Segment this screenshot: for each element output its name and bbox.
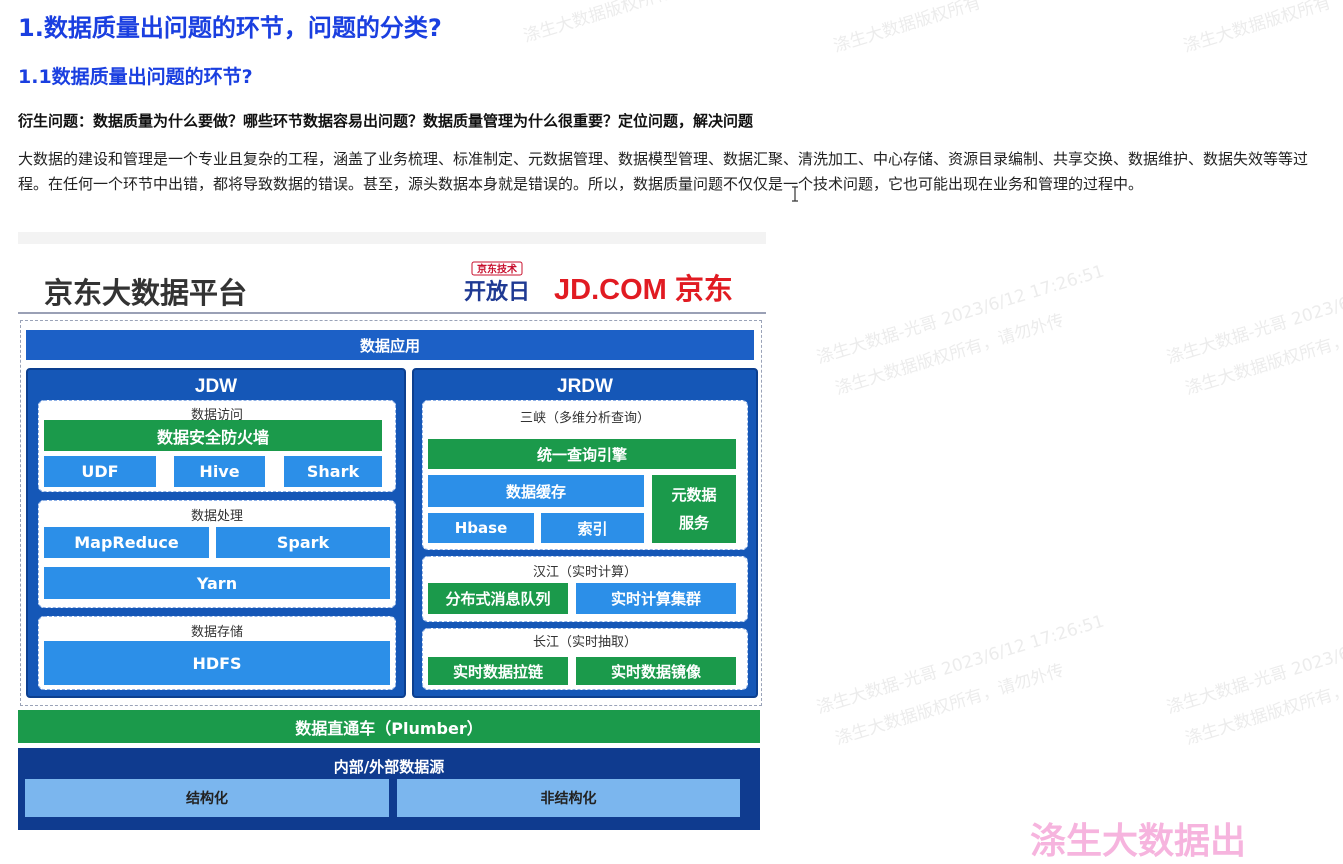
changjiang-label: 长江（实时抽取） xyxy=(532,635,637,650)
derived-questions: 衍生问题：数据质量为什么要做？哪些环节数据容易出问题？数据质量管理为什么很重要？… xyxy=(18,112,754,130)
kaifangri-logo: 京东技术 开放日 xyxy=(464,261,530,304)
watermark-text: 涤生大数据版权所有，请勿外传 xyxy=(1183,310,1343,400)
index-block: 索引 xyxy=(541,513,644,543)
data-processing-box: 数据处理 MapReduce Spark Yarn xyxy=(38,500,396,608)
mapreduce-block: MapReduce xyxy=(44,527,209,558)
jdw-panel: JDW 数据访问 数据安全防火墙 UDF Hive Shark 数据处理 Map… xyxy=(26,368,406,698)
jd-platform-diagram: 京东大数据平台 京东技术 开放日 JD.COM 京东 数据应用 JDW 数据访问… xyxy=(18,232,766,830)
distributed-mq-block: 分布式消息队列 xyxy=(428,583,568,614)
section-heading: 1.1数据质量出问题的环节? xyxy=(18,66,253,88)
hanjiang-box: 汉江（实时计算） 分布式消息队列 实时计算集群 xyxy=(422,556,748,622)
diagram-title: 京东大数据平台 xyxy=(44,276,248,310)
udf-block: UDF xyxy=(44,456,156,487)
logo-main-text: 开放日 xyxy=(464,279,530,304)
watermark-text: 涤生大数据-光哥 2023/6/12 17:26:51 xyxy=(1164,262,1343,369)
jdw-title: JDW xyxy=(194,376,238,397)
watermark-text: 涤生大数据-光哥 2023/6/12 17:26:51 xyxy=(1164,612,1343,719)
watermark-text: 涤生大数据版权所有，请勿外传 xyxy=(833,660,1067,750)
data-application-bar: 数据应用 xyxy=(26,330,754,360)
data-security-firewall: 数据安全防火墙 xyxy=(44,420,382,451)
watermark-text: 涤生大数据版权所有 xyxy=(831,0,984,57)
body-paragraph: 大数据的建设和管理是一个专业且复杂的工程，涵盖了业务梳理、标准制定、元数据管理、… xyxy=(18,150,1309,193)
jrdw-panel: JRDW 三峡（多维分析查询） 统一查询引擎 数据缓存 Hbase 索引 元数据… xyxy=(412,368,758,698)
hdfs-block: HDFS xyxy=(44,641,390,685)
watermark-text: 涤生大数据版权所有 xyxy=(1181,0,1334,57)
sanxia-label: 三峡（多维分析查询） xyxy=(519,411,650,426)
data-processing-label: 数据处理 xyxy=(190,509,243,524)
data-access-box: 数据访问 数据安全防火墙 UDF Hive Shark xyxy=(38,400,396,492)
logo-small-text: 京东技术 xyxy=(477,263,517,276)
text-cursor-icon xyxy=(792,186,798,202)
diagram-top-strip xyxy=(18,232,766,244)
watermark-text: 涤生大数据-光哥 2023/6/12 17:26:51 xyxy=(814,261,1107,369)
platform-dashed-frame xyxy=(20,320,762,706)
jrdw-title: JRDW xyxy=(557,376,613,397)
data-cache-block: 数据缓存 xyxy=(428,475,644,507)
data-source-section: 内部/外部数据源 结构化 非结构化 xyxy=(18,748,760,830)
structured-block: 结构化 xyxy=(25,779,389,817)
realtime-mirror-block: 实时数据镜像 xyxy=(576,657,736,685)
title-underline xyxy=(18,312,766,314)
data-storage-label: 数据存储 xyxy=(190,625,243,640)
page-heading: 1.数据质量出问题的环节，问题的分类? xyxy=(18,14,442,42)
data-storage-box: 数据存储 HDFS xyxy=(38,616,396,690)
watermark-large-text: 涤生大数据出 xyxy=(1030,821,1247,862)
yarn-block: Yarn xyxy=(44,567,390,599)
data-source-label: 内部/外部数据源 xyxy=(333,758,445,776)
hbase-block: Hbase xyxy=(428,513,534,543)
plumber-label: 数据直通车（Plumber） xyxy=(295,718,483,738)
data-application-label: 数据应用 xyxy=(359,336,420,355)
changjiang-box: 长江（实时抽取） 实时数据拉链 实时数据镜像 xyxy=(422,628,748,690)
data-access-label: 数据访问 xyxy=(190,408,243,423)
watermark-text: 涤生大数据版权所有，请勿外传 xyxy=(833,310,1067,400)
spark-block: Spark xyxy=(216,527,390,558)
realtime-cluster-block: 实时计算集群 xyxy=(576,583,736,614)
realtime-pull-block: 实时数据拉链 xyxy=(428,657,568,685)
metadata-service-block: 元数据 服务 xyxy=(652,475,736,543)
shark-block: Shark xyxy=(284,456,382,487)
watermark-text: 涤生大数据版权所有 xyxy=(521,0,674,47)
hive-block: Hive xyxy=(174,456,265,487)
sanxia-box: 三峡（多维分析查询） 统一查询引擎 数据缓存 Hbase 索引 元数据 服务 xyxy=(422,400,748,550)
unstructured-block: 非结构化 xyxy=(397,779,740,817)
unified-query-engine: 统一查询引擎 xyxy=(428,439,736,469)
watermark-text: 涤生大数据版权所有，请勿外传 xyxy=(1183,660,1343,750)
jd-com-logo: JD.COM 京东 xyxy=(554,274,733,306)
watermark-text: 涤生大数据-光哥 2023/6/12 17:26:51 xyxy=(814,611,1107,719)
plumber-bar: 数据直通车（Plumber） xyxy=(18,710,760,743)
hanjiang-label: 汉江（实时计算） xyxy=(532,565,637,580)
